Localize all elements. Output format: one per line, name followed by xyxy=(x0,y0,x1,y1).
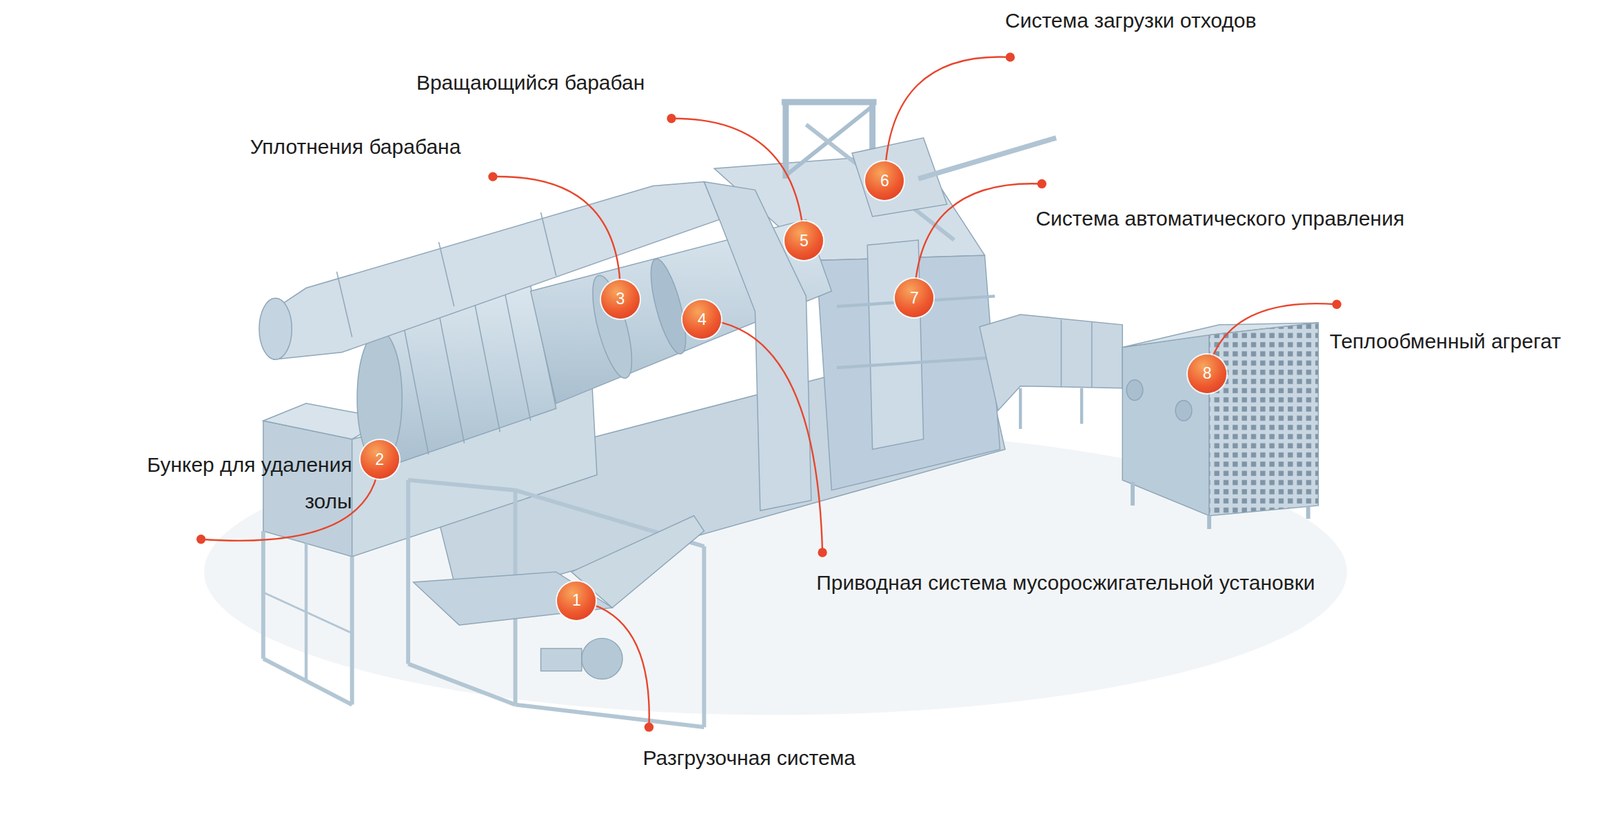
leader-line xyxy=(671,118,804,242)
leader-dot xyxy=(1331,299,1341,309)
shell-rib xyxy=(474,301,500,432)
exchanger-front xyxy=(1209,322,1319,516)
callout-circle: 6 xyxy=(865,161,904,200)
drive-wheel xyxy=(581,637,623,679)
leader-dot xyxy=(666,113,676,123)
pipe-stub xyxy=(1175,399,1192,421)
leader-line xyxy=(701,319,823,553)
duct-end xyxy=(259,297,292,360)
exchanger-leg xyxy=(1306,505,1311,519)
drum-gear xyxy=(643,255,693,357)
callout-number: 8 xyxy=(1202,365,1212,382)
cage-rail xyxy=(263,658,353,705)
callout-circle: 5 xyxy=(784,221,824,260)
duct-leg xyxy=(1080,388,1083,424)
discharge-rail xyxy=(408,663,515,704)
exchanger-leg xyxy=(1207,515,1212,529)
connecting-duct xyxy=(979,314,1123,411)
duct-flange xyxy=(1060,319,1062,387)
duct-leg xyxy=(1018,388,1022,429)
callout-circle: 7 xyxy=(894,278,934,318)
tower-bar xyxy=(781,99,877,106)
callout-circle: 8 xyxy=(1187,354,1227,393)
duct-rib xyxy=(336,271,352,338)
shell-rib xyxy=(438,312,464,444)
loading-hopper xyxy=(852,137,948,217)
pipe-stub xyxy=(1126,379,1143,401)
leader-line xyxy=(576,600,649,728)
ash-bunker-side xyxy=(263,420,353,557)
leader-dot xyxy=(1037,179,1047,189)
part-label: Уплотнения барабана xyxy=(250,134,462,160)
discharge-rail xyxy=(408,479,515,491)
part-label: Система автоматического управления xyxy=(1035,206,1405,231)
callout-number: 7 xyxy=(909,290,919,307)
callout-circle: 4 xyxy=(682,299,722,339)
callout-circle: 3 xyxy=(601,279,640,319)
part-label: Бункер для удаления золы xyxy=(117,446,353,520)
part-label: Приводная система мусоросжигательной уст… xyxy=(816,570,1315,595)
shell-rib xyxy=(505,293,531,421)
callout-number: 1 xyxy=(572,592,582,609)
frame-beam xyxy=(836,357,995,368)
leader-dot xyxy=(644,722,654,732)
drum-seal xyxy=(584,271,640,382)
discharge-rail xyxy=(515,704,705,728)
part-label: Система загрузки отходов xyxy=(1005,8,1257,34)
callout-number: 4 xyxy=(697,311,707,328)
leader-line xyxy=(914,183,1042,298)
duct-rib xyxy=(541,212,557,276)
callout-number: 5 xyxy=(799,233,809,249)
sloped-beam xyxy=(805,124,955,240)
cage-post xyxy=(261,530,266,659)
part-label: Теплообменный агрегат xyxy=(1329,328,1561,354)
leader-dot xyxy=(196,534,206,544)
leader-line xyxy=(884,57,1010,182)
exchanger-leg xyxy=(1130,481,1135,506)
shell-rib xyxy=(403,322,429,455)
leader-dot xyxy=(488,171,498,181)
drive-motor xyxy=(541,647,582,671)
part-label: Вращающийся барабан xyxy=(416,70,645,96)
callout-circle: 1 xyxy=(557,581,596,620)
callout-number: 3 xyxy=(616,290,626,307)
part-label: Разгрузочная система xyxy=(643,745,856,771)
leader-line xyxy=(1207,303,1337,374)
control-duct xyxy=(867,239,924,450)
callout-number: 2 xyxy=(375,451,384,468)
cage-rail xyxy=(263,592,353,633)
leader-dot xyxy=(1005,52,1015,62)
top-duct xyxy=(263,181,720,360)
discharge-post xyxy=(701,545,706,727)
callout-number: 6 xyxy=(880,173,890,189)
tower-post xyxy=(782,102,789,179)
cage-post xyxy=(350,556,355,705)
discharge-post xyxy=(406,479,411,664)
leader-dot xyxy=(817,547,827,557)
callout-circle: 2 xyxy=(360,439,400,479)
machine xyxy=(204,102,1348,727)
duct-flange xyxy=(1091,321,1092,387)
duct-rib xyxy=(438,241,454,307)
leader-line xyxy=(492,176,621,300)
loader-rod xyxy=(918,137,1057,179)
